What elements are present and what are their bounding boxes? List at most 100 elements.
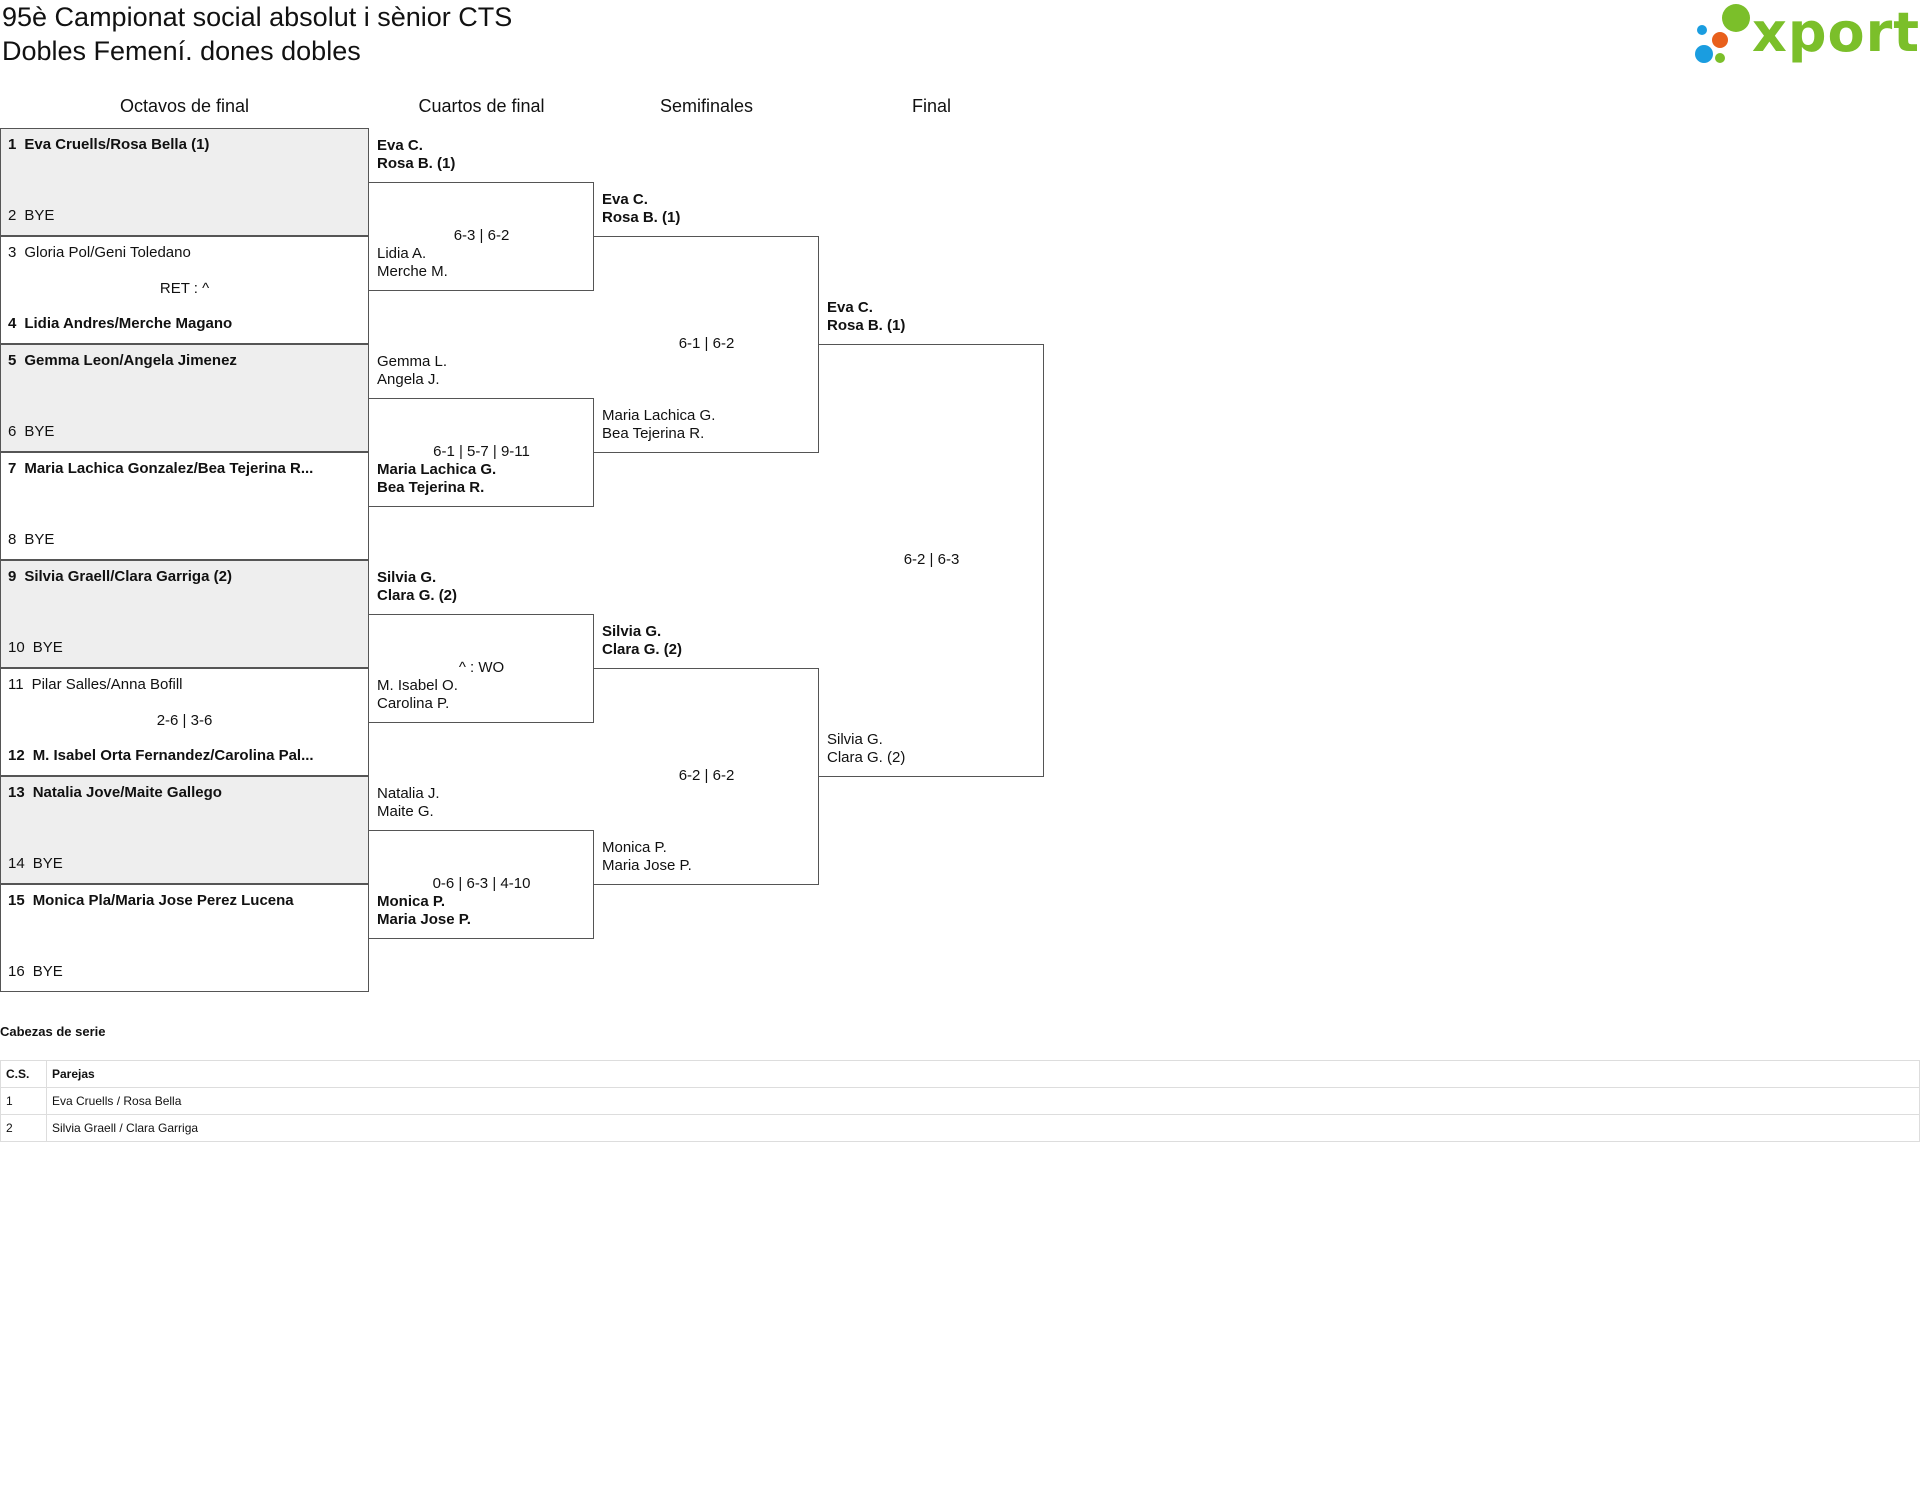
seed-number: 16 — [8, 963, 25, 980]
team-player-1: Eva C. — [827, 299, 873, 316]
player-slot[interactable]: 9 Silvia Graell/Clara Garriga (2) — [8, 567, 363, 587]
quarterfinal-connector — [369, 398, 594, 507]
player-name: Eva Cruells/Rosa Bella (1) — [24, 136, 210, 153]
player-name: BYE — [24, 423, 55, 440]
round-heading-final: Final — [911, 96, 951, 116]
semifinal-team[interactable]: Eva C.Rosa B. (1) — [602, 191, 815, 227]
player-slot[interactable]: 15 Monica Pla/Maria Jose Perez Lucena — [8, 891, 363, 911]
quarterfinal-team[interactable]: Eva C.Rosa B. (1) — [377, 137, 590, 173]
team-player-1: Gemma L. — [377, 353, 448, 370]
team-player-2: Clara G. (2) — [377, 587, 458, 604]
semifinal-team[interactable]: Maria Lachica G.Bea Tejerina R. — [602, 407, 815, 443]
team-player-2: Rosa B. (1) — [377, 155, 456, 172]
quarterfinal-score: 6-1 | 5-7 | 9-11 — [433, 443, 530, 460]
first-round-match — [0, 884, 369, 992]
player-slot[interactable]: 7 Maria Lachica Gonzalez/Bea Tejerina R..… — [8, 459, 363, 479]
seed-value: 2 — [0, 1114, 47, 1142]
quarterfinal-connector — [369, 182, 594, 291]
player-slot[interactable]: 6 BYE — [8, 422, 363, 442]
team-player-2: Maria Jose P. — [602, 857, 692, 874]
seed-number: 10 — [8, 639, 25, 656]
quarterfinal-team[interactable]: M. Isabel O.Carolina P. — [377, 677, 590, 713]
player-slot[interactable]: 14 BYE — [8, 854, 363, 874]
player-name: Silvia Graell/Clara Garriga (2) — [24, 568, 232, 585]
player-name: Lidia Andres/Merche Magano — [24, 315, 233, 332]
xporty-logo-text: xporty — [1752, 1, 1920, 64]
team-player-2: Bea Tejerina R. — [602, 425, 705, 442]
player-name: BYE — [24, 531, 55, 548]
semifinal-team[interactable]: Monica P.Maria Jose P. — [602, 839, 815, 875]
team-player-2: Rosa B. (1) — [602, 209, 681, 226]
team-player-1: M. Isabel O. — [377, 677, 458, 694]
team-player-1: Maria Lachica G. — [377, 461, 497, 478]
team-player-1: Monica P. — [602, 839, 667, 856]
quarterfinal-team[interactable]: Silvia G.Clara G. (2) — [377, 569, 590, 605]
player-name: Pilar Salles/Anna Bofill — [31, 676, 183, 693]
seeds-col-seed: C.S. — [0, 1060, 47, 1088]
seed-number: 9 — [8, 568, 17, 585]
match-score: RET : ^ — [159, 280, 210, 297]
player-name: Maria Lachica Gonzalez/Bea Tejerina R... — [24, 460, 314, 477]
quarterfinal-connector — [369, 830, 594, 939]
seed-number: 15 — [8, 892, 25, 909]
quarterfinal-team[interactable]: Lidia A.Merche M. — [377, 245, 590, 281]
team-player-2: Clara G. (2) — [602, 641, 683, 658]
seeds-header-row: C.S. Parejas — [0, 1060, 1920, 1088]
first-round-match — [0, 668, 369, 776]
seed-number: 6 — [8, 423, 17, 440]
seed-pair: Silvia Graell / Clara Garriga — [46, 1114, 1920, 1142]
match-score: 2-6 | 3-6 — [156, 712, 213, 729]
player-name: BYE — [32, 855, 63, 872]
player-name: Monica Pla/Maria Jose Perez Lucena — [32, 892, 294, 909]
seed-number: 8 — [8, 531, 17, 548]
semifinal-connector — [594, 668, 819, 885]
seed-number: 12 — [8, 747, 25, 764]
final-team[interactable]: Eva C.Rosa B. (1) — [827, 299, 1040, 335]
team-player-2: Angela J. — [377, 371, 440, 388]
round-heading-octavos: Octavos de final — [119, 96, 250, 116]
final-team[interactable]: Silvia G.Clara G. (2) — [827, 731, 1040, 767]
first-round-match — [0, 452, 369, 560]
quarterfinal-team[interactable]: Gemma L.Angela J. — [377, 353, 590, 389]
player-slot[interactable]: 3 Gloria Pol/Geni Toledano — [8, 243, 363, 263]
team-player-1: Eva C. — [377, 137, 423, 154]
quarterfinal-team[interactable]: Natalia J.Maite G. — [377, 785, 590, 821]
semifinal-connector — [594, 236, 819, 453]
first-round-match — [0, 236, 369, 344]
quarterfinal-team[interactable]: Monica P.Maria Jose P. — [377, 893, 590, 929]
team-player-2: Rosa B. (1) — [827, 317, 906, 334]
team-player-1: Natalia J. — [377, 785, 440, 802]
first-round-match — [0, 344, 369, 452]
final-connector — [819, 344, 1044, 777]
quarterfinal-team[interactable]: Maria Lachica G.Bea Tejerina R. — [377, 461, 590, 497]
player-name: BYE — [24, 207, 55, 224]
seed-number: 11 — [8, 676, 24, 693]
team-player-2: Merche M. — [377, 263, 448, 280]
xporty-logo-dots-icon — [1695, 4, 1750, 63]
first-round-match — [0, 560, 369, 668]
team-player-2: Maite G. — [377, 803, 434, 820]
semifinal-team[interactable]: Silvia G.Clara G. (2) — [602, 623, 815, 659]
seed-number: 5 — [8, 352, 17, 369]
team-player-2: Carolina P. — [377, 695, 450, 712]
seed-number: 13 — [8, 784, 25, 801]
player-name: Gloria Pol/Geni Toledano — [24, 244, 191, 261]
xporty-logo[interactable] — [1690, 2, 1916, 68]
seed-number: 14 — [8, 855, 25, 872]
seed-number: 7 — [8, 460, 17, 477]
player-slot[interactable]: 8 BYE — [8, 530, 363, 550]
tournament-title: 95è Campionat social absolut i sènior CT… — [2, 2, 513, 32]
seed-number: 3 — [8, 244, 17, 261]
team-player-2: Bea Tejerina R. — [377, 479, 485, 496]
player-slot[interactable]: 11 Pilar Salles/Anna Bofill — [8, 675, 363, 695]
